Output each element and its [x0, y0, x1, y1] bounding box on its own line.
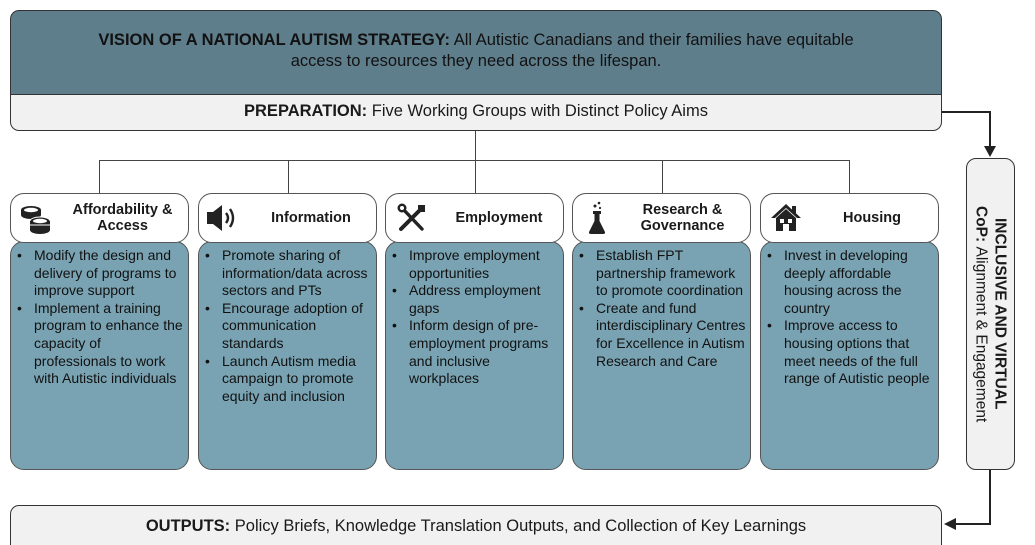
coins-icon	[21, 206, 51, 234]
group-title-line-2: Access	[97, 218, 148, 234]
connector-drop-4	[662, 160, 663, 194]
preparation-bar	[10, 94, 942, 131]
bullet-item: Implement a training program to enhance …	[12, 300, 187, 388]
bullet-item: Inform design of pre-employment programs…	[387, 317, 562, 387]
cop-to-outputs-arrowhead	[944, 518, 956, 530]
bullet-item: Create and fund interdisciplinary Centre…	[574, 300, 749, 370]
group-title-information: Information	[245, 193, 377, 243]
group-title-line-2: Governance	[640, 218, 725, 234]
group-title-housing: Housing	[808, 193, 936, 243]
vision-text: VISION OF A NATIONAL AUTISM STRATEGY: Al…	[16, 30, 936, 72]
group-title-line-1: Employment	[455, 210, 543, 226]
group-title-research: Research & Governance	[615, 193, 750, 243]
tools-icon	[397, 203, 425, 231]
connector-horizontal	[99, 160, 849, 161]
vision-line-1: All Autistic Canadians and their familie…	[453, 31, 854, 49]
group-title-line-1: Information	[271, 210, 351, 226]
preparation-description: Five Working Groups with Distinct Policy…	[371, 102, 708, 120]
preparation-label: PREPARATION:	[244, 102, 368, 120]
cop-box	[966, 158, 1015, 470]
bullet-item: Promote sharing of information/data acro…	[200, 247, 375, 300]
group-header-affordability	[10, 193, 189, 243]
group-title-line-1: Affordability &	[72, 202, 173, 218]
group-bullets-affordability: Modify the design and delivery of progra…	[12, 247, 187, 388]
connector-drop-1	[99, 160, 100, 194]
outputs-text: OUTPUTS: Policy Briefs, Knowledge Transl…	[10, 515, 942, 537]
outputs-description: Policy Briefs, Knowledge Translation Out…	[234, 517, 807, 535]
connector-drop-5	[849, 160, 850, 194]
cop-text: INCLUSIVE AND VIRTUAL CoP: Alignment & E…	[966, 158, 1015, 470]
vision-line-2: access to resources they need across the…	[290, 52, 662, 70]
group-title-affordability: Affordability & Access	[56, 193, 189, 243]
connector-drop-3	[475, 160, 476, 194]
bullet-item: Improve employment opportunities	[387, 247, 562, 282]
outputs-bar	[10, 505, 942, 545]
prep-to-cop-arrowhead	[984, 146, 996, 157]
group-title-line-1: Housing	[843, 210, 901, 226]
bullet-item: Modify the design and delivery of progra…	[12, 247, 187, 300]
connector-drop-2	[288, 160, 289, 194]
cop-label: CoP:	[972, 205, 990, 243]
prep-to-cop-arrow	[942, 111, 991, 148]
preparation-text: PREPARATION: Five Working Groups with Di…	[10, 100, 942, 122]
connector-stem	[475, 131, 476, 161]
outputs-label: OUTPUTS:	[145, 517, 231, 535]
group-bullets-housing: Invest in developing deeply affordable h…	[762, 247, 937, 388]
group-bullets-information: Promote sharing of information/data acro…	[200, 247, 375, 405]
group-title-line-1: Research &	[642, 202, 723, 218]
bullet-item: Improve access to housing options that m…	[762, 317, 937, 387]
bullet-item: Encourage adoption of communication stan…	[200, 300, 375, 353]
house-icon	[771, 204, 801, 231]
cop-to-outputs-arrow	[954, 470, 991, 525]
vision-banner	[10, 10, 942, 94]
cop-description: Alignment & Engagement	[972, 246, 990, 423]
bullet-item: Invest in developing deeply affordable h…	[762, 247, 937, 317]
cop-title: INCLUSIVE AND VIRTUAL	[991, 218, 1009, 410]
group-header-research	[572, 193, 751, 243]
bullet-item: Establish FPT partnership framework to p…	[574, 247, 749, 300]
group-header-employment	[385, 193, 564, 243]
group-bullets-employment: Improve employment opportunities Address…	[387, 247, 562, 388]
flask-icon	[588, 201, 606, 234]
group-bullets-research: Establish FPT partnership framework to p…	[574, 247, 749, 370]
bullet-item: Launch Autism media campaign to promote …	[200, 353, 375, 406]
speaker-icon	[207, 205, 235, 231]
bullet-item: Address employment gaps	[387, 282, 562, 317]
vision-label: VISION OF A NATIONAL AUTISM STRATEGY:	[98, 31, 451, 49]
group-title-employment: Employment	[436, 193, 562, 243]
